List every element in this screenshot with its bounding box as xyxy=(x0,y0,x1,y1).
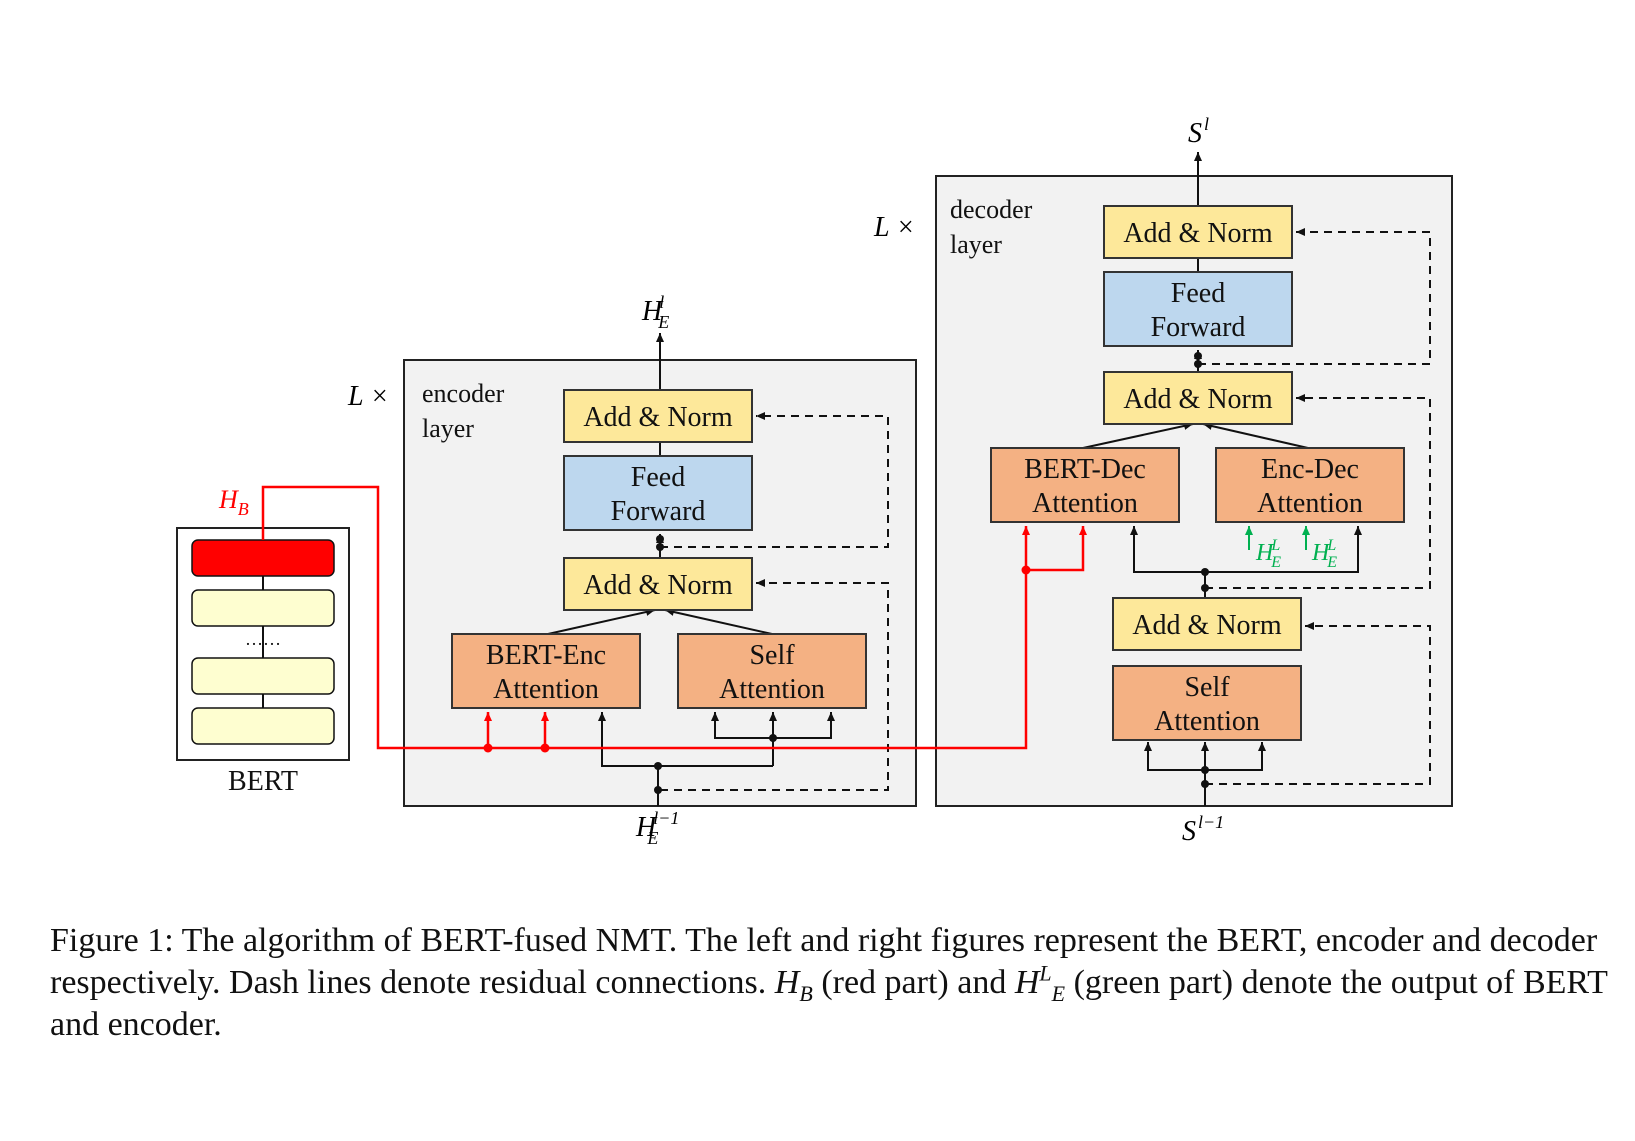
bert-output-path xyxy=(261,485,1087,753)
decoder-block: L × decoder layer Add & Norm Feed xyxy=(873,114,1453,847)
bert-dec-attention-label: BERT-Dec xyxy=(1024,454,1146,485)
encoder-repeat: L × xyxy=(347,381,389,412)
figure-caption: Figure 1: The algorithm of BERT-fused NM… xyxy=(50,920,1610,1046)
bert-block: …… BERT HB xyxy=(176,485,350,797)
encoder-add-norm-bottom-label: Add & Norm xyxy=(583,570,733,601)
encoder-self-attention-label: Self xyxy=(749,640,795,671)
hb-label: HB xyxy=(218,485,249,519)
bert-dots: …… xyxy=(245,629,281,649)
enc-dec-attention-label: Enc-Dec xyxy=(1261,454,1359,485)
decoder-ff-label: Forward xyxy=(1151,312,1246,343)
encoder-self-attention xyxy=(677,633,867,709)
encoder-feed-forward xyxy=(563,455,753,531)
encoder-title: encoder xyxy=(422,379,505,408)
bert-enc-attention xyxy=(451,633,641,709)
caption-text: Figure 1: The algorithm of BERT-fused NM… xyxy=(50,922,1598,1001)
encoder-block: L × encoder layer Add & Norm Feed Forwar… xyxy=(347,292,917,848)
bert-output-layer xyxy=(191,539,335,577)
decoder-ff-label: Feed xyxy=(1171,278,1225,309)
encoder-self-attention-label: Attention xyxy=(719,674,825,705)
decoder-title: layer xyxy=(950,230,1002,259)
encoder-ff-label: Forward xyxy=(611,496,706,527)
decoder-add-norm-mid-label: Add & Norm xyxy=(1123,384,1273,415)
bert-layer xyxy=(191,707,335,745)
decoder-add-norm-top-label: Add & Norm xyxy=(1123,218,1273,249)
bert-dec-attention-label: Attention xyxy=(1032,488,1138,519)
bert-dec-attention xyxy=(990,447,1180,523)
bert-label: BERT xyxy=(228,766,298,797)
decoder-feed-forward xyxy=(1103,271,1293,347)
decoder-add-norm-bottom xyxy=(1112,597,1302,651)
decoder-self-attention-label: Attention xyxy=(1154,706,1260,737)
bert-enc-attention-label: Attention xyxy=(493,674,599,705)
decoder-add-norm-top xyxy=(1103,205,1293,259)
encoder-title: layer xyxy=(422,414,474,443)
encoder-ff-label: Feed xyxy=(631,462,685,493)
decoder-self-attention-label: Self xyxy=(1184,672,1230,703)
encoder-add-norm-top-label: Add & Norm xyxy=(583,402,733,433)
decoder-repeat: L × xyxy=(873,212,915,243)
enc-dec-attention xyxy=(1215,447,1405,523)
decoder-add-norm-mid xyxy=(1103,371,1293,425)
caption-hb: HB xyxy=(774,964,813,1006)
bert-layer xyxy=(191,589,335,627)
bert-enc-attention-label: BERT-Enc xyxy=(486,640,606,671)
bert-layer xyxy=(191,657,335,695)
decoder-add-norm-bottom-label: Add & Norm xyxy=(1132,610,1282,641)
caption-he: HLE xyxy=(1014,960,1066,1006)
enc-dec-attention-label: Attention xyxy=(1257,488,1363,519)
decoder-self-attention xyxy=(1112,665,1302,741)
encoder-add-norm-top xyxy=(563,389,753,443)
caption-text: (red part) and xyxy=(812,964,1015,1001)
decoder-title: decoder xyxy=(950,195,1033,224)
encoder-add-norm-bottom xyxy=(563,557,753,611)
architecture-diagram: …… BERT HB L × encoder layer Add xyxy=(176,114,1453,848)
caption-text: (green part) denote the output of BERT a… xyxy=(50,964,1608,1043)
